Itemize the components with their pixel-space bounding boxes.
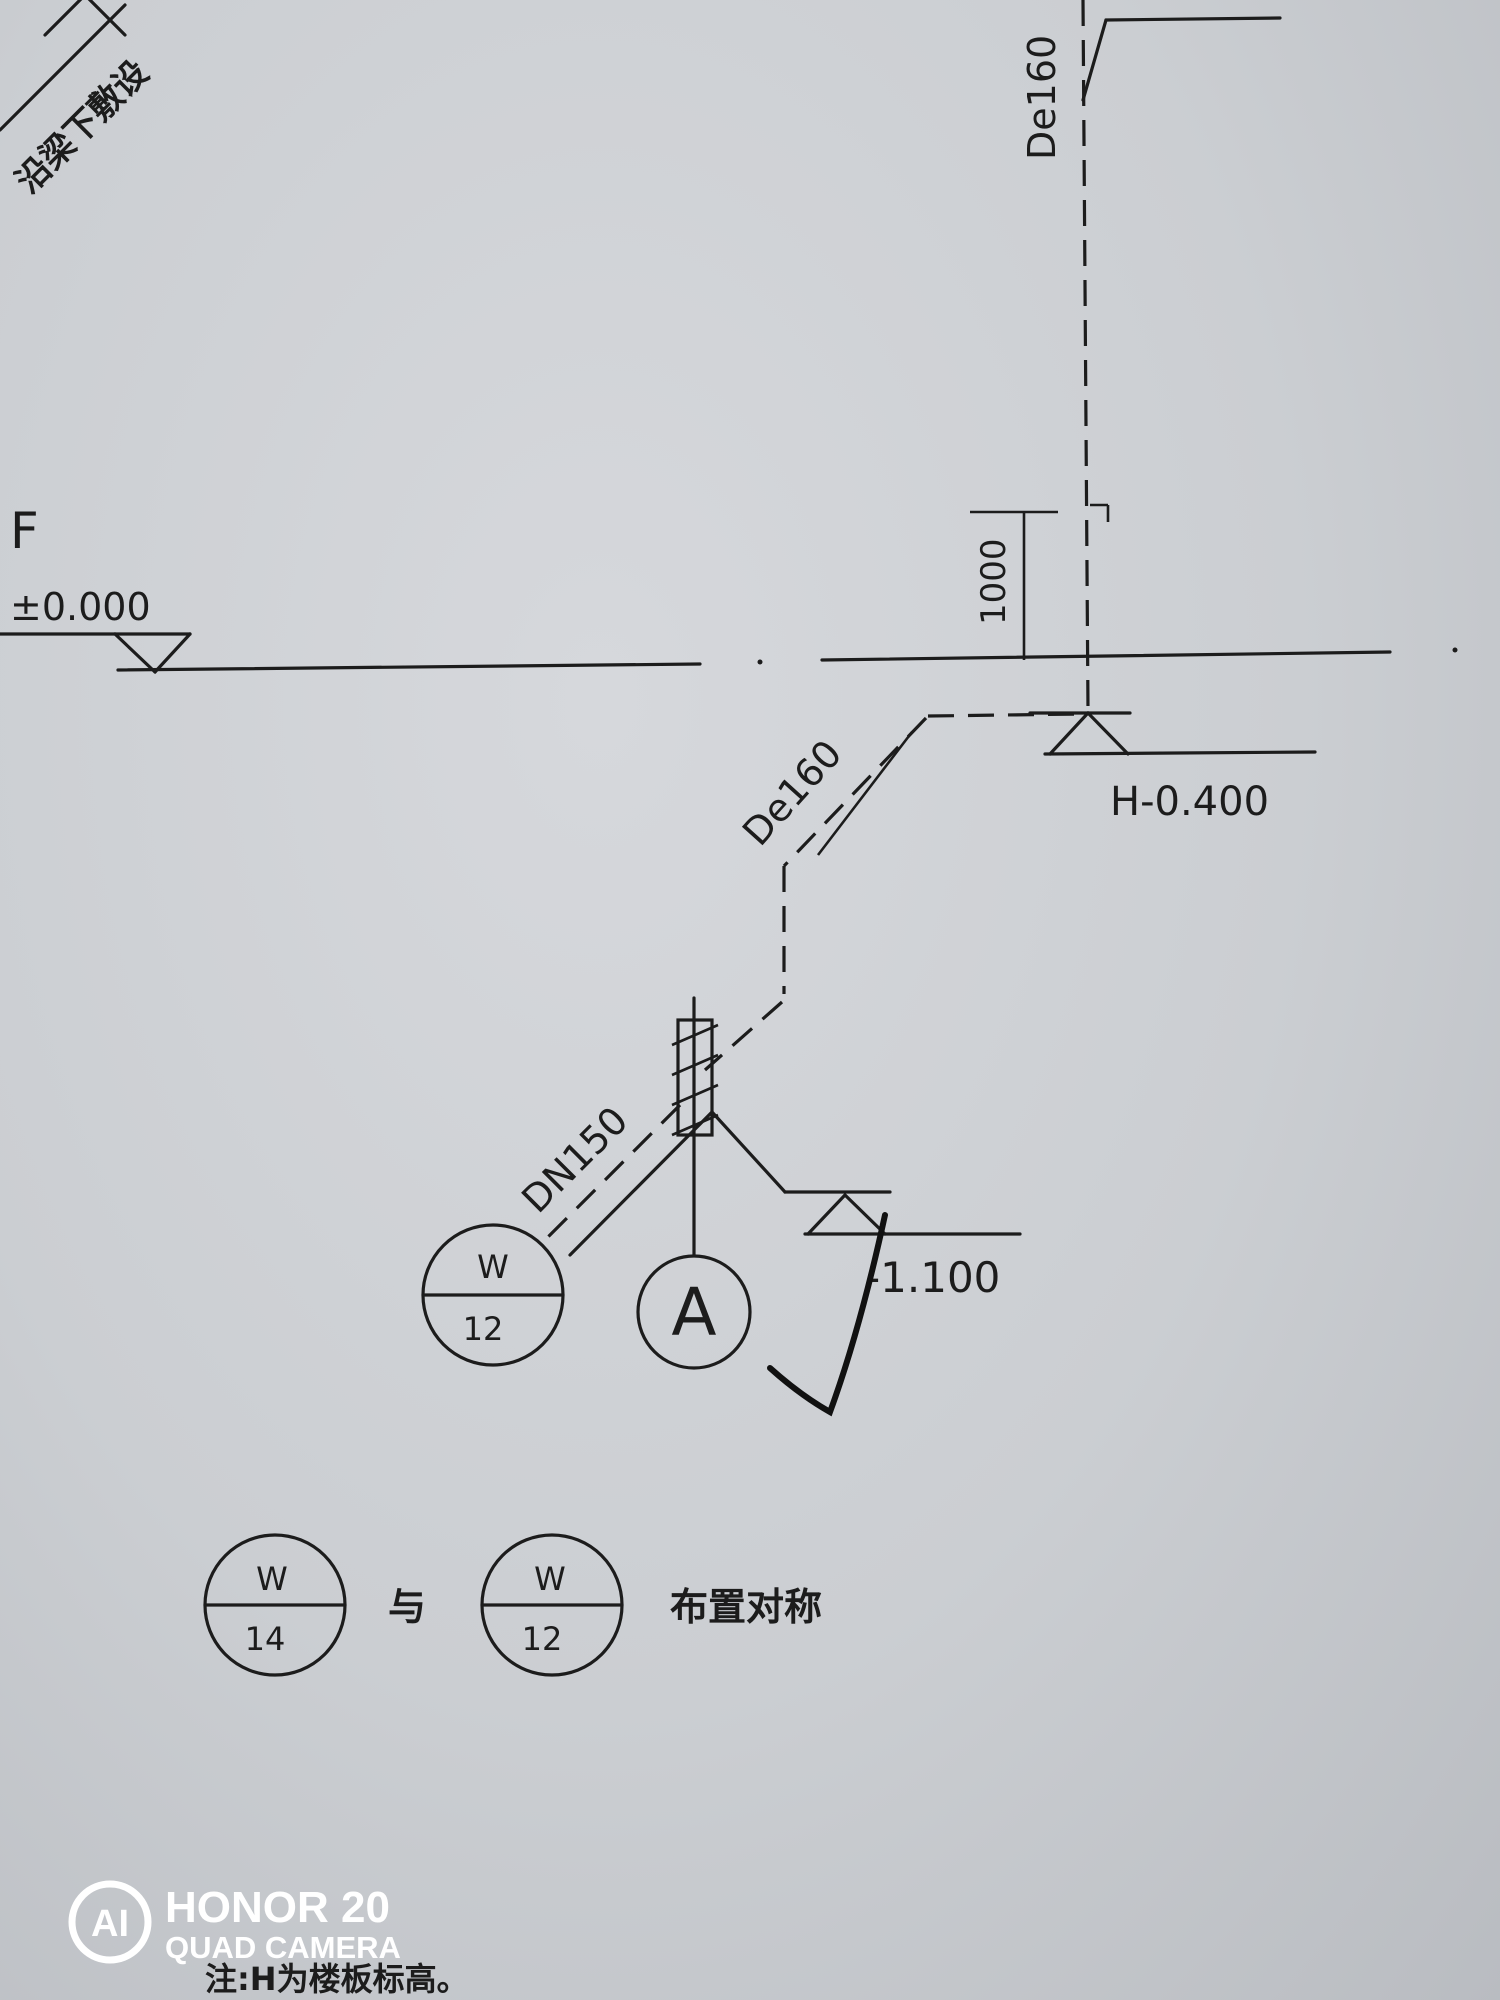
dot-mark <box>757 659 763 665</box>
index-top: W <box>477 1248 509 1286</box>
riser-top-bend <box>1081 16 1282 102</box>
watermark-sub: QUAD CAMERA <box>165 1930 401 1965</box>
symmetry-symbol-left: W 14 <box>203 1533 347 1677</box>
beam-note: 沿梁下敷设 <box>8 53 156 201</box>
riser-size-label: De160 <box>1020 35 1064 160</box>
sloped-pipe-lower <box>816 731 914 856</box>
symmetry-note: 布置对称 <box>670 1585 822 1629</box>
outlet-level-symbol <box>783 1190 1022 1236</box>
drawing-index-symbol: W 12 <box>421 1223 565 1367</box>
section-mark-label: A <box>671 1274 716 1351</box>
camera-watermark: AI HONOR 20 QUAD CAMERA <box>68 1880 401 1965</box>
sym-right-top: W <box>534 1560 566 1598</box>
sloped-pipe-upper <box>782 716 928 868</box>
height-dimension-label: 1000 <box>974 538 1014 625</box>
hand-check-mark <box>767 1212 888 1417</box>
pipe-fitting <box>671 996 719 1257</box>
ground-level-symbol <box>0 632 192 674</box>
outlet-elevation-label: -1.100 <box>865 1253 1000 1302</box>
height-dimension <box>970 510 1058 660</box>
connector-pipe <box>703 1000 784 1072</box>
watermark-brand: HONOR 20 <box>165 1883 390 1932</box>
floor-mark: F <box>10 502 39 560</box>
dot-mark <box>1452 647 1458 653</box>
floor-slab-line-right <box>820 650 1392 662</box>
beam-level-marker <box>0 0 127 132</box>
outlet-pipe-upper <box>543 1103 682 1242</box>
watermark-logo: AI <box>91 1903 129 1945</box>
index-bottom: 12 <box>463 1310 504 1348</box>
camera-logo-icon <box>68 1880 152 1964</box>
outlet-pipe-lower <box>568 1110 714 1257</box>
pipe-dn-label: DN150 <box>513 1098 636 1221</box>
sym-left-bottom: 14 <box>245 1620 286 1658</box>
riser-pipe <box>1081 0 1090 711</box>
floor-slab-line-left <box>116 662 702 672</box>
bottom-note: 注:H为楼板标高。 <box>205 1960 469 1998</box>
cleanout-mark <box>1090 503 1110 522</box>
section-mark: A <box>636 1254 752 1370</box>
symmetry-connector-text: 与 <box>388 1585 426 1629</box>
ground-elevation-label: ±0.000 <box>10 585 151 629</box>
discharge-line <box>710 1110 787 1194</box>
level-symbol-h <box>1028 711 1317 756</box>
level-elevation-label: H-0.400 <box>1110 779 1269 825</box>
symmetry-symbol-right: W 12 <box>480 1533 624 1677</box>
sym-right-bottom: 12 <box>522 1620 563 1658</box>
horizontal-pipe <box>927 712 1083 718</box>
sym-left-top: W <box>256 1560 288 1598</box>
